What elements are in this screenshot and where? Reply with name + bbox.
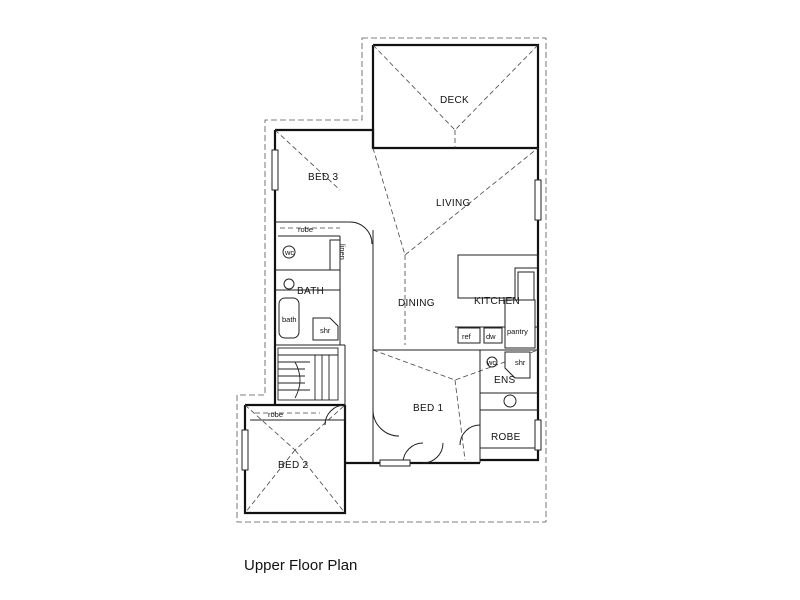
label-shr-ens: shr xyxy=(515,358,526,367)
bath-fixtures xyxy=(278,239,341,341)
label-linen: linen xyxy=(338,244,347,260)
label-wc-bath: wc xyxy=(284,248,294,257)
label-kitchen: KITCHEN xyxy=(474,296,520,307)
label-living: LIVING xyxy=(436,198,471,209)
label-bed2: BED 2 xyxy=(278,460,309,471)
doors xyxy=(324,221,481,464)
label-bed3: BED 3 xyxy=(308,172,339,183)
label-shr-bath: shr xyxy=(320,326,331,335)
label-pantry: pantry xyxy=(507,327,528,336)
label-deck: DECK xyxy=(440,95,469,106)
label-wc-ens: wc xyxy=(486,358,496,367)
interior-walls xyxy=(250,221,538,463)
kitchen-island xyxy=(457,254,539,349)
label-robe-main: ROBE xyxy=(491,432,521,443)
label-ref: ref xyxy=(462,332,472,341)
robes xyxy=(255,227,340,414)
label-bath: BATH xyxy=(297,286,324,297)
label-ens: ENS xyxy=(494,375,515,386)
label-robe-bed3: robe xyxy=(298,225,313,234)
stairs xyxy=(277,347,339,401)
windows xyxy=(241,149,542,471)
ensuite-fixtures xyxy=(486,351,531,408)
label-dining: DINING xyxy=(398,298,435,309)
roof-outline xyxy=(236,37,547,523)
plan-title: Upper Floor Plan xyxy=(244,557,357,574)
label-bed1: BED 1 xyxy=(413,403,444,414)
label-robe-bed2: robe xyxy=(268,410,283,419)
label-dw: dw xyxy=(486,332,496,341)
label-bath-tub: bath xyxy=(282,315,297,324)
